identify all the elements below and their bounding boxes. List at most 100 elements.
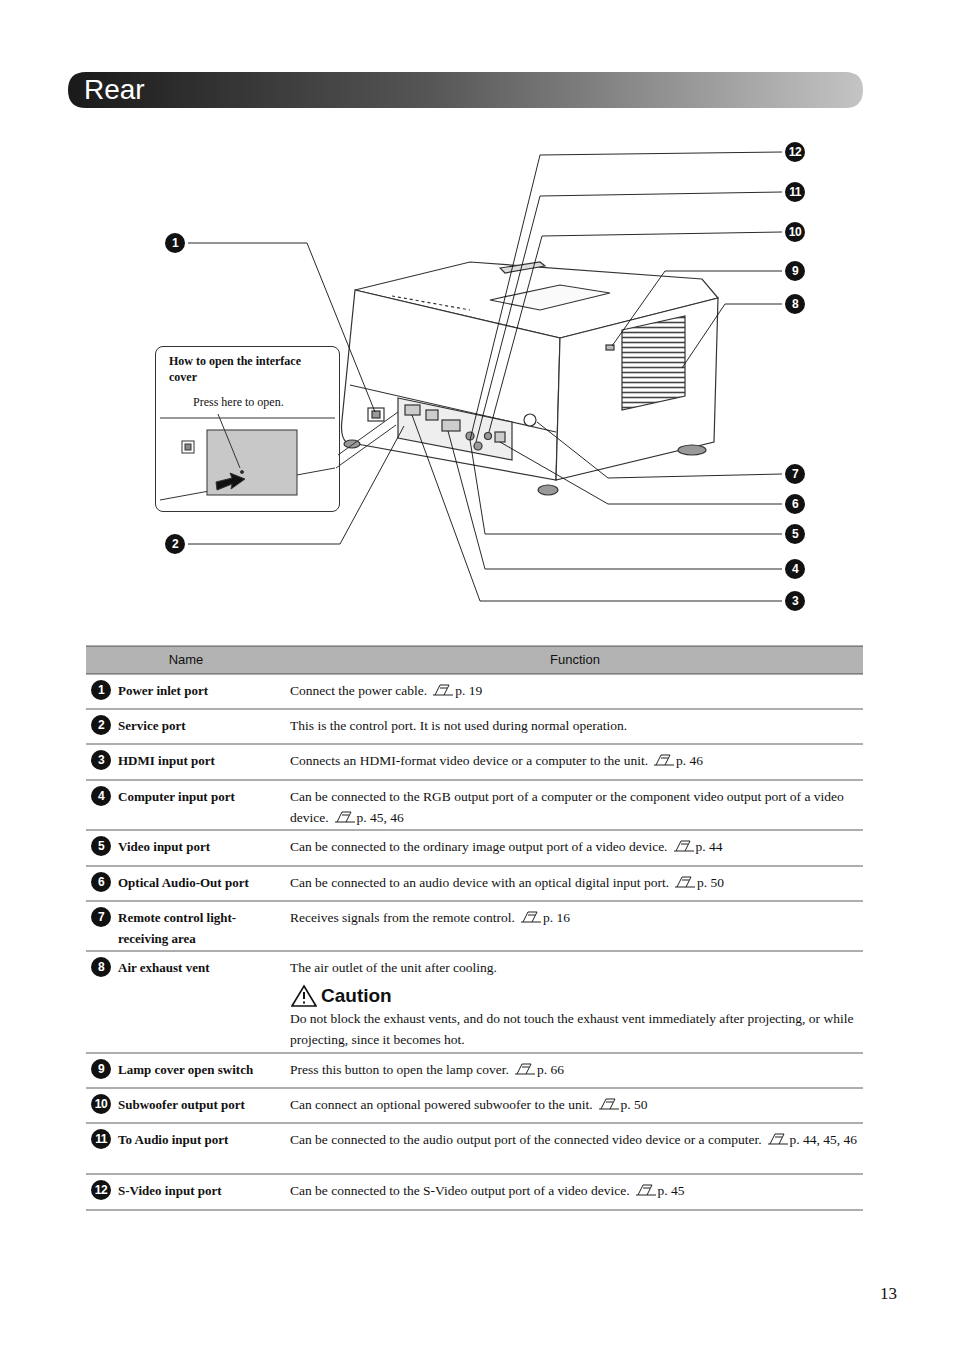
page-number: 13 xyxy=(880,1284,897,1304)
callout-number: 7 xyxy=(91,907,111,927)
function-cell: Press this button to open the lamp cover… xyxy=(290,1059,860,1080)
page-reference-icon xyxy=(432,683,454,696)
inset-note: Press here to open. xyxy=(193,394,333,410)
page-reference: p. 66 xyxy=(537,1062,564,1077)
part-name: Service port xyxy=(118,715,284,736)
function-text: Can be connected to the audio output por… xyxy=(290,1132,762,1147)
function-text: The air outlet of the unit after cooling… xyxy=(290,960,497,975)
part-name: Remote control light-receiving area xyxy=(118,907,284,949)
function-cell: The air outlet of the unit after cooling… xyxy=(290,957,860,1050)
part-name: Air exhaust vent xyxy=(118,957,284,978)
callout-number: 3 xyxy=(785,591,805,611)
part-name: Video input port xyxy=(118,836,284,857)
part-name: Lamp cover open switch xyxy=(118,1059,284,1080)
page-reference-icon xyxy=(598,1097,620,1110)
callout-number: 10 xyxy=(91,1094,111,1114)
page-reference-icon xyxy=(673,839,695,852)
callout-number: 8 xyxy=(785,294,805,314)
table xyxy=(86,646,863,1210)
function-cell: Can be connected to the S-Video output p… xyxy=(290,1180,860,1201)
page-reference: p. 50 xyxy=(621,1097,648,1112)
callout-number: 12 xyxy=(91,1180,111,1200)
caution-heading-row: Caution xyxy=(290,984,860,1008)
page-reference-icon xyxy=(514,1062,536,1075)
function-text: Connects an HDMI-format video device or … xyxy=(290,753,648,768)
function-cell: Can be connected to the RGB output port … xyxy=(290,786,860,828)
page-reference: p. 45 xyxy=(658,1183,685,1198)
table-header: Name xyxy=(86,652,286,668)
page-reference-icon xyxy=(653,753,675,766)
page-reference: p. 16 xyxy=(543,910,570,925)
projector xyxy=(342,262,719,495)
callout-number: 1 xyxy=(165,233,185,253)
inset-box: How to open the interface coverPress her… xyxy=(155,346,340,512)
function-text: Can be connected to an audio device with… xyxy=(290,875,669,890)
callout-number: 7 xyxy=(785,464,805,484)
page-reference-icon xyxy=(653,751,675,764)
function-cell: Connect the power cable. p. 19 xyxy=(290,680,860,701)
function-cell: Connects an HDMI-format video device or … xyxy=(290,750,860,771)
page-reference: p. 44, 45, 46 xyxy=(790,1132,858,1147)
page-reference: p. 19 xyxy=(455,683,482,698)
callout-number: 12 xyxy=(785,142,805,162)
page-title: Rear xyxy=(84,72,145,108)
table-header: Function xyxy=(290,652,860,668)
callout-number: 11 xyxy=(785,182,805,202)
page-reference-icon xyxy=(334,808,356,821)
part-name: Power inlet port xyxy=(118,680,284,701)
callout-number: 9 xyxy=(785,261,805,281)
page-reference: p. 46 xyxy=(676,753,703,768)
function-cell: Can be connected to the audio output por… xyxy=(290,1129,860,1150)
part-name: S-Video input port xyxy=(118,1180,284,1201)
callout-number: 2 xyxy=(91,715,111,735)
page-reference-icon xyxy=(432,681,454,694)
callout-number: 5 xyxy=(785,524,805,544)
callout-number: 4 xyxy=(91,786,111,806)
callout-number: 6 xyxy=(785,494,805,514)
page-reference-icon xyxy=(598,1095,620,1108)
callout-number: 10 xyxy=(785,222,805,242)
function-text: Receives signals from the remote control… xyxy=(290,910,515,925)
page-reference-icon xyxy=(334,810,356,823)
callout-number: 5 xyxy=(91,836,111,856)
callout-number: 6 xyxy=(91,872,111,892)
callout-number: 11 xyxy=(91,1129,111,1149)
callout-number: 9 xyxy=(91,1059,111,1079)
function-text: Press this button to open the lamp cover… xyxy=(290,1062,509,1077)
leader-lines xyxy=(188,152,782,601)
page-reference: p. 44 xyxy=(696,839,723,854)
callout-number: 2 xyxy=(165,534,185,554)
callout-number: 4 xyxy=(785,559,805,579)
page-reference-icon xyxy=(520,908,542,921)
part-name: Optical Audio-Out port xyxy=(118,872,284,893)
inset-drawing xyxy=(160,412,398,500)
part-name: Computer input port xyxy=(118,786,284,807)
page-reference-icon xyxy=(674,873,696,886)
page-reference-icon xyxy=(767,1130,789,1143)
page-reference-icon xyxy=(673,837,695,850)
function-text: Can be connected to the S-Video output p… xyxy=(290,1183,630,1198)
page-reference: p. 45, 46 xyxy=(357,810,404,825)
part-name: HDMI input port xyxy=(118,750,284,771)
page-reference: p. 50 xyxy=(697,875,724,890)
caution-text: Do not block the exhaust vents, and do n… xyxy=(290,1008,860,1050)
caution-heading: Caution xyxy=(321,984,392,1008)
page-reference-icon xyxy=(635,1181,657,1194)
page-reference-icon xyxy=(514,1060,536,1073)
inset-heading: How to open the interface cover xyxy=(169,353,324,385)
page-reference-icon xyxy=(635,1183,657,1196)
title-band xyxy=(68,72,863,108)
part-name: Subwoofer output port xyxy=(118,1094,284,1115)
function-text: Can be connected to the ordinary image o… xyxy=(290,839,668,854)
callout-number: 8 xyxy=(91,957,111,977)
function-cell: Can be connected to the ordinary image o… xyxy=(290,836,860,857)
part-name: To Audio input port xyxy=(118,1129,284,1150)
function-text: Connect the power cable. xyxy=(290,683,427,698)
function-text: This is the control port. It is not used… xyxy=(290,718,627,733)
function-cell: This is the control port. It is not used… xyxy=(290,715,860,736)
page-reference-icon xyxy=(767,1132,789,1145)
function-text: Can connect an optional powered subwoofe… xyxy=(290,1097,593,1112)
page-reference-icon xyxy=(520,910,542,923)
